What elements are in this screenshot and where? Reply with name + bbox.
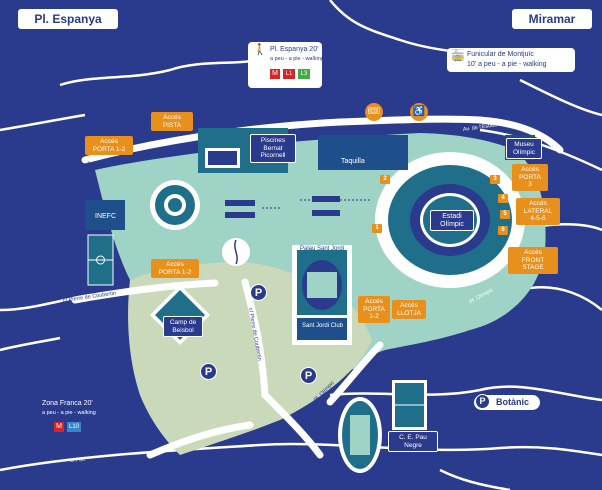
label-taquilla: Taquilla [338,157,368,166]
metro-m-icon: M [270,69,280,79]
metro-l1-icon: L1 [283,69,295,79]
ticket-icon: 🎟 [365,103,383,121]
label-botanic: P Botànic [474,394,540,410]
metro-l3-icon: L3 [298,69,310,79]
funicular-info-box: 🚋 Funicular de Montjuïc 10' a peu - a pi… [447,48,575,72]
label-palau: Palau Sant Jordi [300,246,345,252]
walking-icon: 🚶 [253,44,267,56]
label-sant-jordi-club: Sant Jordi Club [302,323,344,329]
metro-info-line1: Pl. Espanya 20' [270,46,319,53]
botanic-parking-icon: P [475,394,490,409]
metro-info-line2: a peu - a pie - walking [270,56,324,62]
gate-number-4: 4 [498,194,508,203]
zona-franca-metro-m-icon: M [54,422,64,432]
badge-miramar: Miramar [512,9,592,29]
funicular-line1: Funicular de Montjuïc [467,51,534,58]
funicular-icon: 🚋 [451,50,465,62]
zona-franca-l10-icon: L10 [67,422,81,432]
badge-pl-espanya: Pl. Espanya [18,9,118,29]
funicular-line2: 10' a peu - a pie - walking [467,61,547,68]
metro-info-box: Pl. Espanya 20' a peu - a pie - walking … [248,42,324,88]
botanic-text: Botànic [496,397,530,407]
zona-franca-line2: a peu - a pie - walking [42,410,96,416]
gate-number-2: 2 [380,175,390,184]
gate-number-6: 6 [498,226,508,235]
gate-number-5: 5 [500,210,510,219]
zona-franca-info-box: Zona Franca 20' a peu - a pie - walking … [42,400,96,436]
gate-number-3: 3 [490,175,500,184]
parking-icon-2: P [200,363,217,380]
label-pau-negre: C. E. Pau Negre [388,431,438,452]
label-inefc: INEFC [95,213,116,220]
gate-number-1: 1 [372,224,382,233]
parking-icon-1: P [250,284,267,301]
parking-icon-3: P [300,367,317,384]
zona-franca-line1: Zona Franca 20' [42,400,93,407]
accessibility-icon: ♿ [410,103,428,121]
